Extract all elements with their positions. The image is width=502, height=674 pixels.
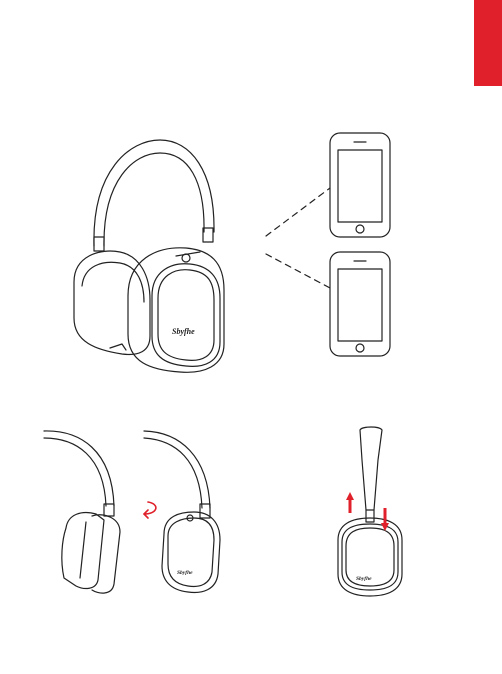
brand-label-main: Sbyfhe: [172, 327, 195, 336]
headphones-folded-icon: [44, 431, 120, 593]
connection-lines: [266, 188, 330, 288]
headband-adjust-icon: [338, 427, 402, 596]
rotate-arrow-icon: [144, 502, 156, 518]
brand-label-fold: Sbyfhe: [177, 570, 193, 576]
headphones-icon: [74, 140, 224, 372]
phone-icon: [330, 252, 390, 356]
arrow-up-icon: [346, 492, 354, 513]
brand-label-adjust: Sbyfhe: [356, 576, 372, 582]
phone-icon: [330, 133, 390, 237]
headphones-earcup-icon: [144, 431, 220, 592]
